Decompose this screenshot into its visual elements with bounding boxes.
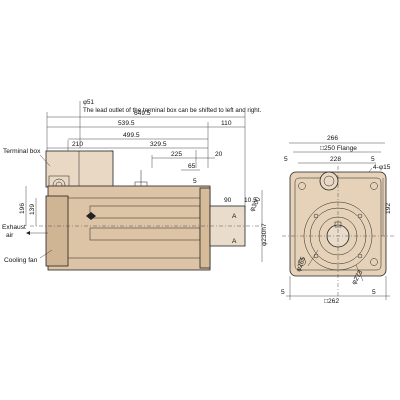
dim-body-length: 539.5: [118, 120, 135, 127]
mount-hole-bl: [298, 258, 306, 266]
bolt-hole-1: [313, 213, 319, 219]
section-a-bottom: A: [232, 238, 237, 245]
dim-5-top-right: 5: [371, 156, 375, 163]
dim-90: 90: [224, 197, 232, 204]
terminal-box: [45, 150, 114, 188]
dim-shaft-extension: 110: [221, 120, 232, 127]
dim-holes: 4-φ15: [373, 164, 391, 171]
dim-210: 210: [72, 141, 83, 148]
dim-height-196: 196: [19, 203, 26, 214]
mount-hole-tr: [370, 182, 378, 190]
dim-overall-length: 649.5: [134, 110, 151, 117]
section-marker: [86, 212, 96, 220]
label-terminal-box: Terminal box: [3, 148, 41, 155]
dim-line-265: [307, 249, 319, 267]
end-terminal-gland: [323, 175, 335, 187]
cooling-fan-leader: [39, 249, 53, 259]
fan-cover: [45, 195, 69, 267]
dim-10-5: 10.5: [244, 197, 257, 204]
dim-5-bottom-left: 5: [281, 289, 285, 296]
dim-5-bottom-right: 5: [372, 289, 376, 296]
dim-base: □262: [324, 298, 339, 305]
lead-outlet-note: The lead outlet of the terminal box can …: [83, 107, 261, 114]
bolt-hole-2: [357, 213, 363, 219]
mount-hole-br: [370, 258, 378, 266]
exhaust-arrow: [26, 231, 30, 235]
dim-height-139: 139: [29, 204, 36, 215]
flange-side: [199, 187, 211, 269]
dim-20: 20: [215, 151, 223, 158]
dim-dia-265: φ265: [295, 256, 307, 273]
dim-height-192: 192: [385, 203, 392, 214]
label-cooling-fan: Cooling fan: [4, 257, 38, 264]
mount-hole-tl: [298, 182, 306, 190]
end-terminal-box: [319, 171, 339, 191]
section-a-top: A: [232, 213, 237, 220]
dim-225: 225: [171, 151, 182, 158]
bolt-hole-4: [357, 253, 363, 259]
dim-line-273: [355, 264, 364, 282]
dim-shaft-diameter: φ230h7: [261, 223, 268, 246]
dim-width-266: 266: [327, 135, 338, 142]
dim-499-5: 499.5: [123, 132, 140, 139]
dim-flange: □250 Flange: [320, 145, 357, 152]
dim-5-side: 5: [193, 178, 197, 185]
dim-5-top-left: 5: [284, 156, 288, 163]
bore-diameter-note: φ51: [83, 99, 94, 106]
dim-228: 228: [330, 156, 341, 163]
dim-329-5: 329.5: [150, 141, 167, 148]
dim-65: 65: [188, 163, 196, 170]
terminal-box-leader: [39, 154, 51, 167]
